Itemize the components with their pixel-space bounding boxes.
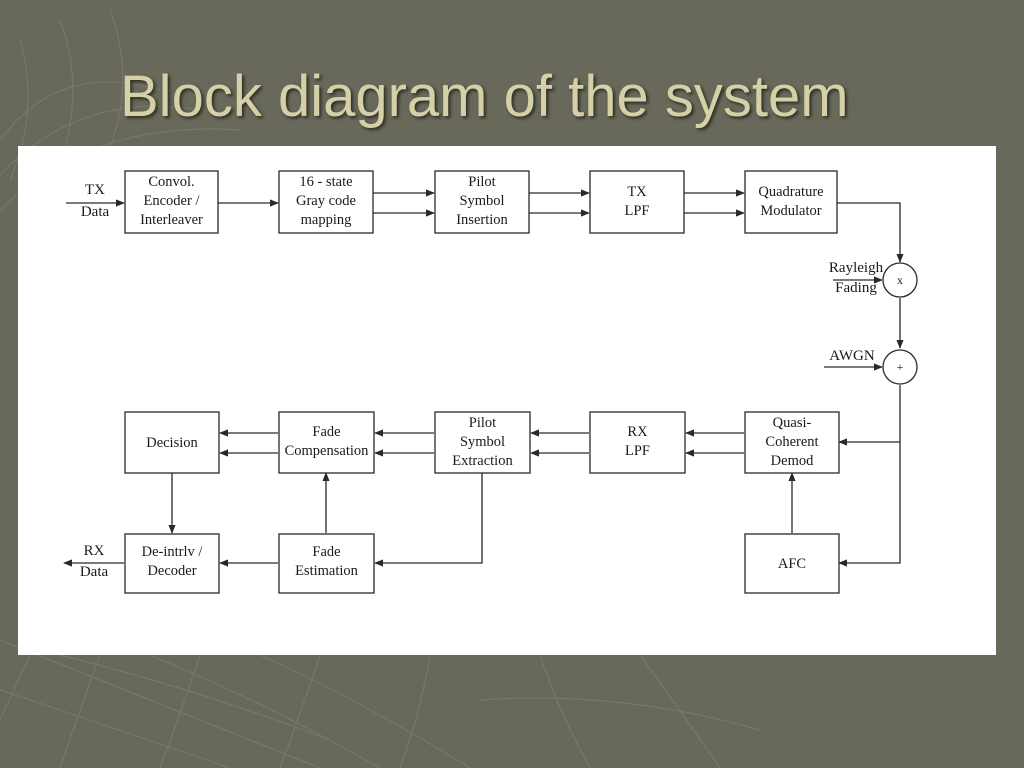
- block-text: Interleaver: [140, 212, 203, 228]
- block-pilot-extraction: Pilot Symbol Extraction: [434, 411, 531, 474]
- adder-to-demod-line: [838, 385, 901, 446]
- block-text: LPF: [625, 203, 650, 219]
- block-decision: Decision: [124, 411, 220, 474]
- block-text: mapping: [301, 212, 352, 228]
- block-text: Encoder /: [144, 193, 201, 209]
- connection-lines: [63, 189, 904, 567]
- multiplier-node: x: [882, 262, 918, 298]
- block-text: Demod: [771, 453, 814, 469]
- block-pilot-insertion: Pilot Symbol Insertion: [434, 170, 530, 234]
- block-text: Quasi-: [773, 415, 812, 431]
- tx-data-label: TX Data: [81, 182, 110, 220]
- block-text: Pilot: [469, 415, 496, 431]
- block-text: Decoder: [147, 563, 196, 579]
- tx-data-label-line: Data: [81, 204, 110, 220]
- block-text: Insertion: [456, 212, 508, 228]
- block-text: LPF: [625, 443, 650, 459]
- multiply-symbol: x: [897, 273, 903, 287]
- rayleigh-fading-label: Rayleigh Fading: [829, 260, 884, 296]
- block-text: Fade: [312, 424, 340, 440]
- block-diagram: Convol. Encoder / Interleaver 16 - state…: [63, 170, 918, 594]
- block-text: Fade: [312, 544, 340, 560]
- block-gray-mapping: 16 - state Gray code mapping: [278, 170, 374, 234]
- block-text: De-intrlv /: [142, 544, 204, 560]
- rx-data-label-line: Data: [80, 564, 109, 580]
- block-fade-estimation: Fade Estimation: [278, 533, 375, 594]
- block-quadrature-modulator: Quadrature Modulator: [744, 170, 838, 234]
- block-text: Convol.: [148, 174, 194, 190]
- block-text: Decision: [146, 435, 198, 451]
- add-symbol: +: [897, 360, 904, 374]
- block-text: AFC: [778, 556, 806, 572]
- rayleigh-fading-label-line: Rayleigh: [829, 260, 884, 276]
- rx-data-label: RX Data: [80, 543, 109, 580]
- rx-data-label-line: RX: [84, 543, 105, 559]
- awgn-label: AWGN: [829, 348, 875, 364]
- tx-data-label-line: TX: [85, 182, 105, 198]
- block-fade-compensation: Fade Compensation: [278, 411, 375, 474]
- extraction-to-estimation-line: [374, 473, 483, 567]
- block-text: Estimation: [295, 563, 359, 579]
- block-text: Pilot: [468, 174, 495, 190]
- adder-node: +: [882, 349, 918, 385]
- modulator-to-multiplier-line: [837, 202, 904, 263]
- block-text: TX: [627, 184, 647, 200]
- block-text: Quadrature: [758, 184, 823, 200]
- block-text: Coherent: [765, 434, 818, 450]
- block-text: Symbol: [460, 434, 505, 450]
- block-text: Gray code: [296, 193, 356, 209]
- block-deinterleave-decoder: De-intrlv / Decoder: [124, 533, 220, 594]
- block-quasi-coherent-demod: Quasi- Coherent Demod: [744, 411, 840, 474]
- block-text: Modulator: [760, 203, 821, 219]
- block-rx-lpf: RX LPF: [589, 411, 686, 474]
- block-text: Symbol: [459, 193, 504, 209]
- rayleigh-fading-label-line: Fading: [835, 280, 877, 296]
- block-text: Extraction: [452, 453, 513, 469]
- block-text: RX: [627, 424, 648, 440]
- block-convol-encoder: Convol. Encoder / Interleaver: [124, 170, 219, 234]
- block-tx-lpf: TX LPF: [589, 170, 685, 234]
- adder-to-afc-line: [838, 442, 901, 567]
- block-text: Compensation: [285, 443, 370, 459]
- diagram-panel: Convol. Encoder / Interleaver 16 - state…: [18, 146, 996, 655]
- slide-title: Block diagram of the system: [120, 64, 849, 129]
- block-afc: AFC: [744, 533, 840, 594]
- block-text: 16 - state: [299, 174, 352, 190]
